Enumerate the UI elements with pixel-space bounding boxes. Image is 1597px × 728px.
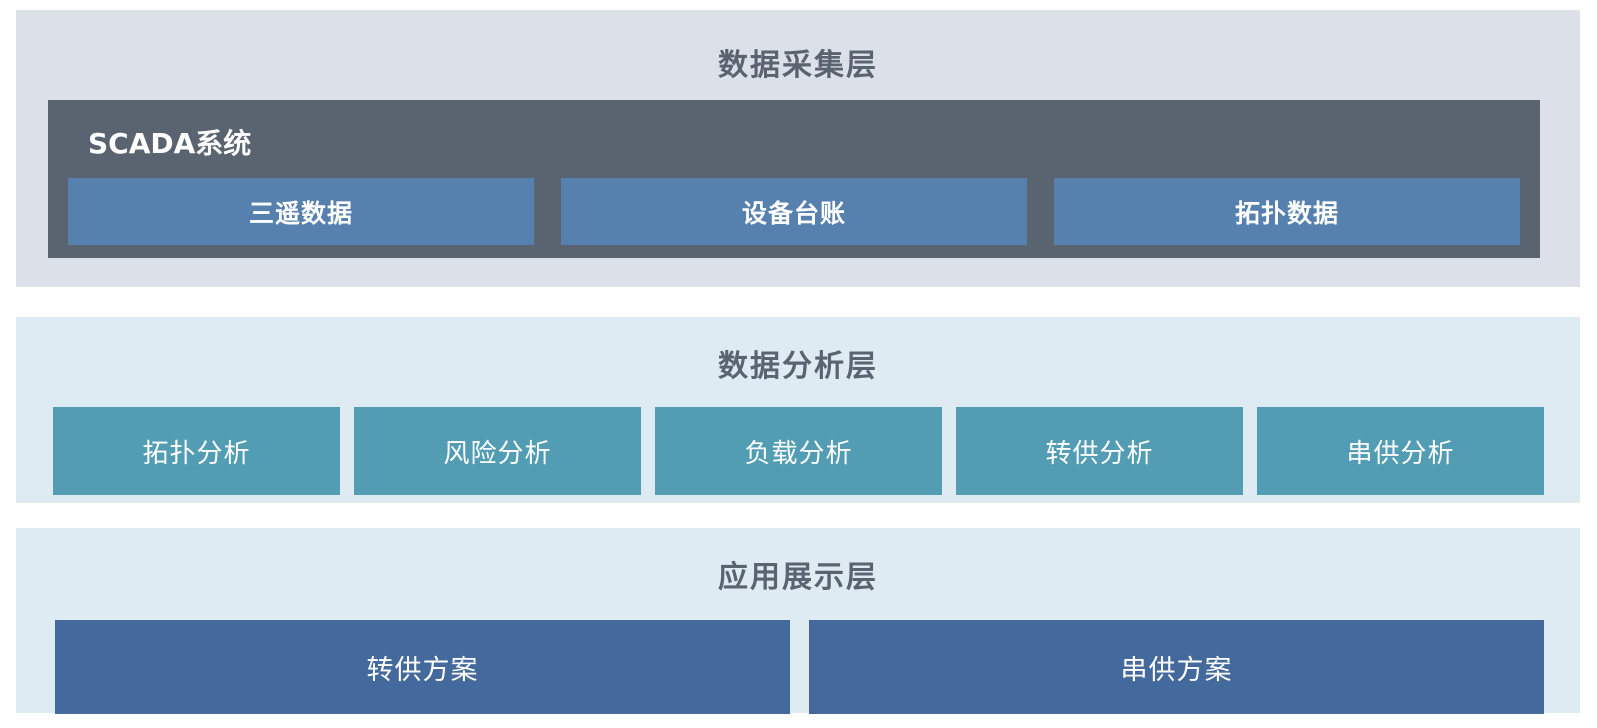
data-collection-layer-title: 数据采集层: [718, 48, 878, 83]
data-analysis-layer-title: 数据分析层: [718, 349, 878, 384]
box-series-supply-analysis: 串供分析: [1257, 407, 1544, 495]
layer-data-analysis: 数据分析层 拓扑分析 风险分析 负载分析 转供分析 串供分析: [16, 317, 1580, 503]
scada-box-row: 三遥数据 设备台账 拓扑数据: [68, 178, 1520, 245]
layer-data-collection: 数据采集层 SCADA系统 三遥数据 设备台账 拓扑数据: [16, 10, 1580, 287]
layer-application-display: 应用展示层 转供方案 串供方案: [16, 528, 1580, 714]
box-load-analysis: 负载分析: [655, 407, 942, 495]
box-telemetry-data: 三遥数据: [68, 178, 534, 245]
analysis-box-row: 拓扑分析 风险分析 负载分析 转供分析 串供分析: [53, 407, 1544, 495]
box-topology-analysis: 拓扑分析: [53, 407, 340, 495]
scada-system-group: SCADA系统 三遥数据 设备台账 拓扑数据: [48, 100, 1540, 258]
scada-system-label: SCADA系统: [88, 127, 252, 160]
box-transfer-supply-analysis: 转供分析: [956, 407, 1243, 495]
box-series-supply-plan: 串供方案: [809, 620, 1544, 714]
box-equipment-ledger: 设备台账: [561, 178, 1027, 245]
box-topology-data: 拓扑数据: [1054, 178, 1520, 245]
box-transfer-supply-plan: 转供方案: [55, 620, 790, 714]
application-display-layer-title: 应用展示层: [718, 560, 878, 595]
application-box-row: 转供方案 串供方案: [55, 620, 1544, 714]
box-risk-analysis: 风险分析: [354, 407, 641, 495]
